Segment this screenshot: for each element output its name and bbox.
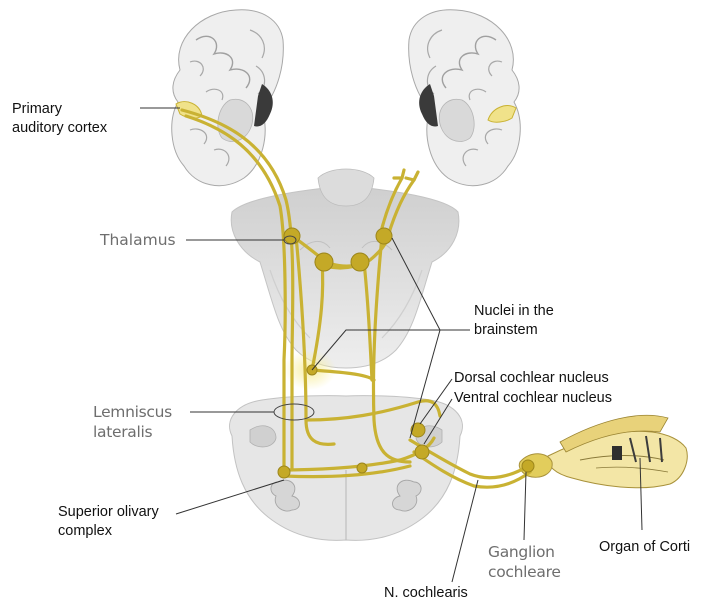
label-dorsal-cochlear-nucleus: Dorsal cochlear nucleus bbox=[454, 369, 609, 388]
label-ventral-cochlear-nucleus: Ventral cochlear nucleus bbox=[454, 389, 612, 408]
thalamic-nucleus-right bbox=[376, 228, 392, 244]
superior-olive-left bbox=[278, 466, 290, 478]
label-primary-auditory-cortex: Primary auditory cortex bbox=[12, 100, 107, 138]
cochlea-illustration bbox=[519, 415, 687, 488]
leader-n-cochlearis bbox=[452, 480, 478, 582]
inferior-colliculus-left bbox=[315, 253, 333, 271]
label-thalamus: Thalamus bbox=[100, 230, 176, 250]
label-nuclei-in-brainstem: Nuclei in the brainstem bbox=[474, 302, 554, 340]
label-superior-olivary-complex: Superior olivary complex bbox=[58, 503, 159, 541]
spiral-ganglion bbox=[522, 460, 534, 472]
right-brain-section bbox=[409, 10, 521, 186]
leader-ganglion bbox=[524, 472, 526, 540]
inferior-colliculus-right bbox=[351, 253, 369, 271]
ventral-cochlear-nucleus bbox=[415, 445, 429, 459]
label-organ-of-corti: Organ of Corti bbox=[599, 538, 690, 557]
label-n-cochlearis: N. cochlearis bbox=[384, 584, 468, 603]
superior-olive-mid bbox=[357, 463, 367, 473]
label-ganglion-cochleare: Ganglion cochleare bbox=[488, 542, 561, 582]
label-lemniscus-lateralis: Lemniscus lateralis bbox=[93, 402, 172, 442]
